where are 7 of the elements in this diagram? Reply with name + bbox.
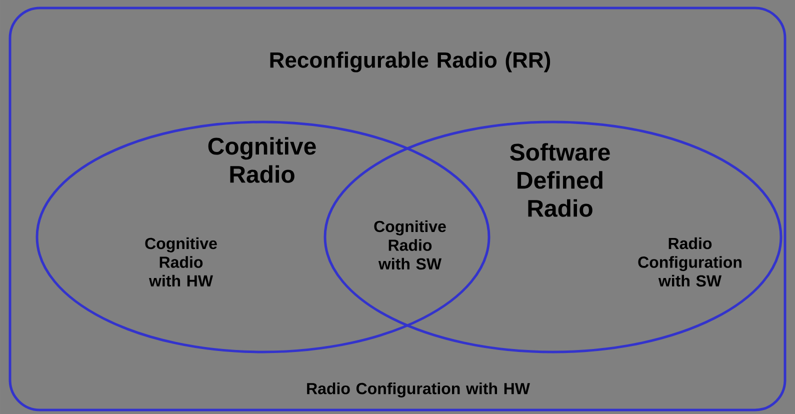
region-label: Radio Configuration with HW	[307, 382, 530, 398]
overlap-label: Cognitive Radio with SW	[374, 220, 446, 270]
region-label: Cognitive Radio with HW	[145, 237, 217, 287]
ellipse-heading: Cognitive Radio	[208, 137, 316, 183]
region-label: Radio Configuration with SW	[638, 237, 742, 287]
title: Reconfigurable Radio (RR)	[270, 52, 550, 72]
ellipse-heading: Software Defined Radio	[510, 143, 610, 217]
